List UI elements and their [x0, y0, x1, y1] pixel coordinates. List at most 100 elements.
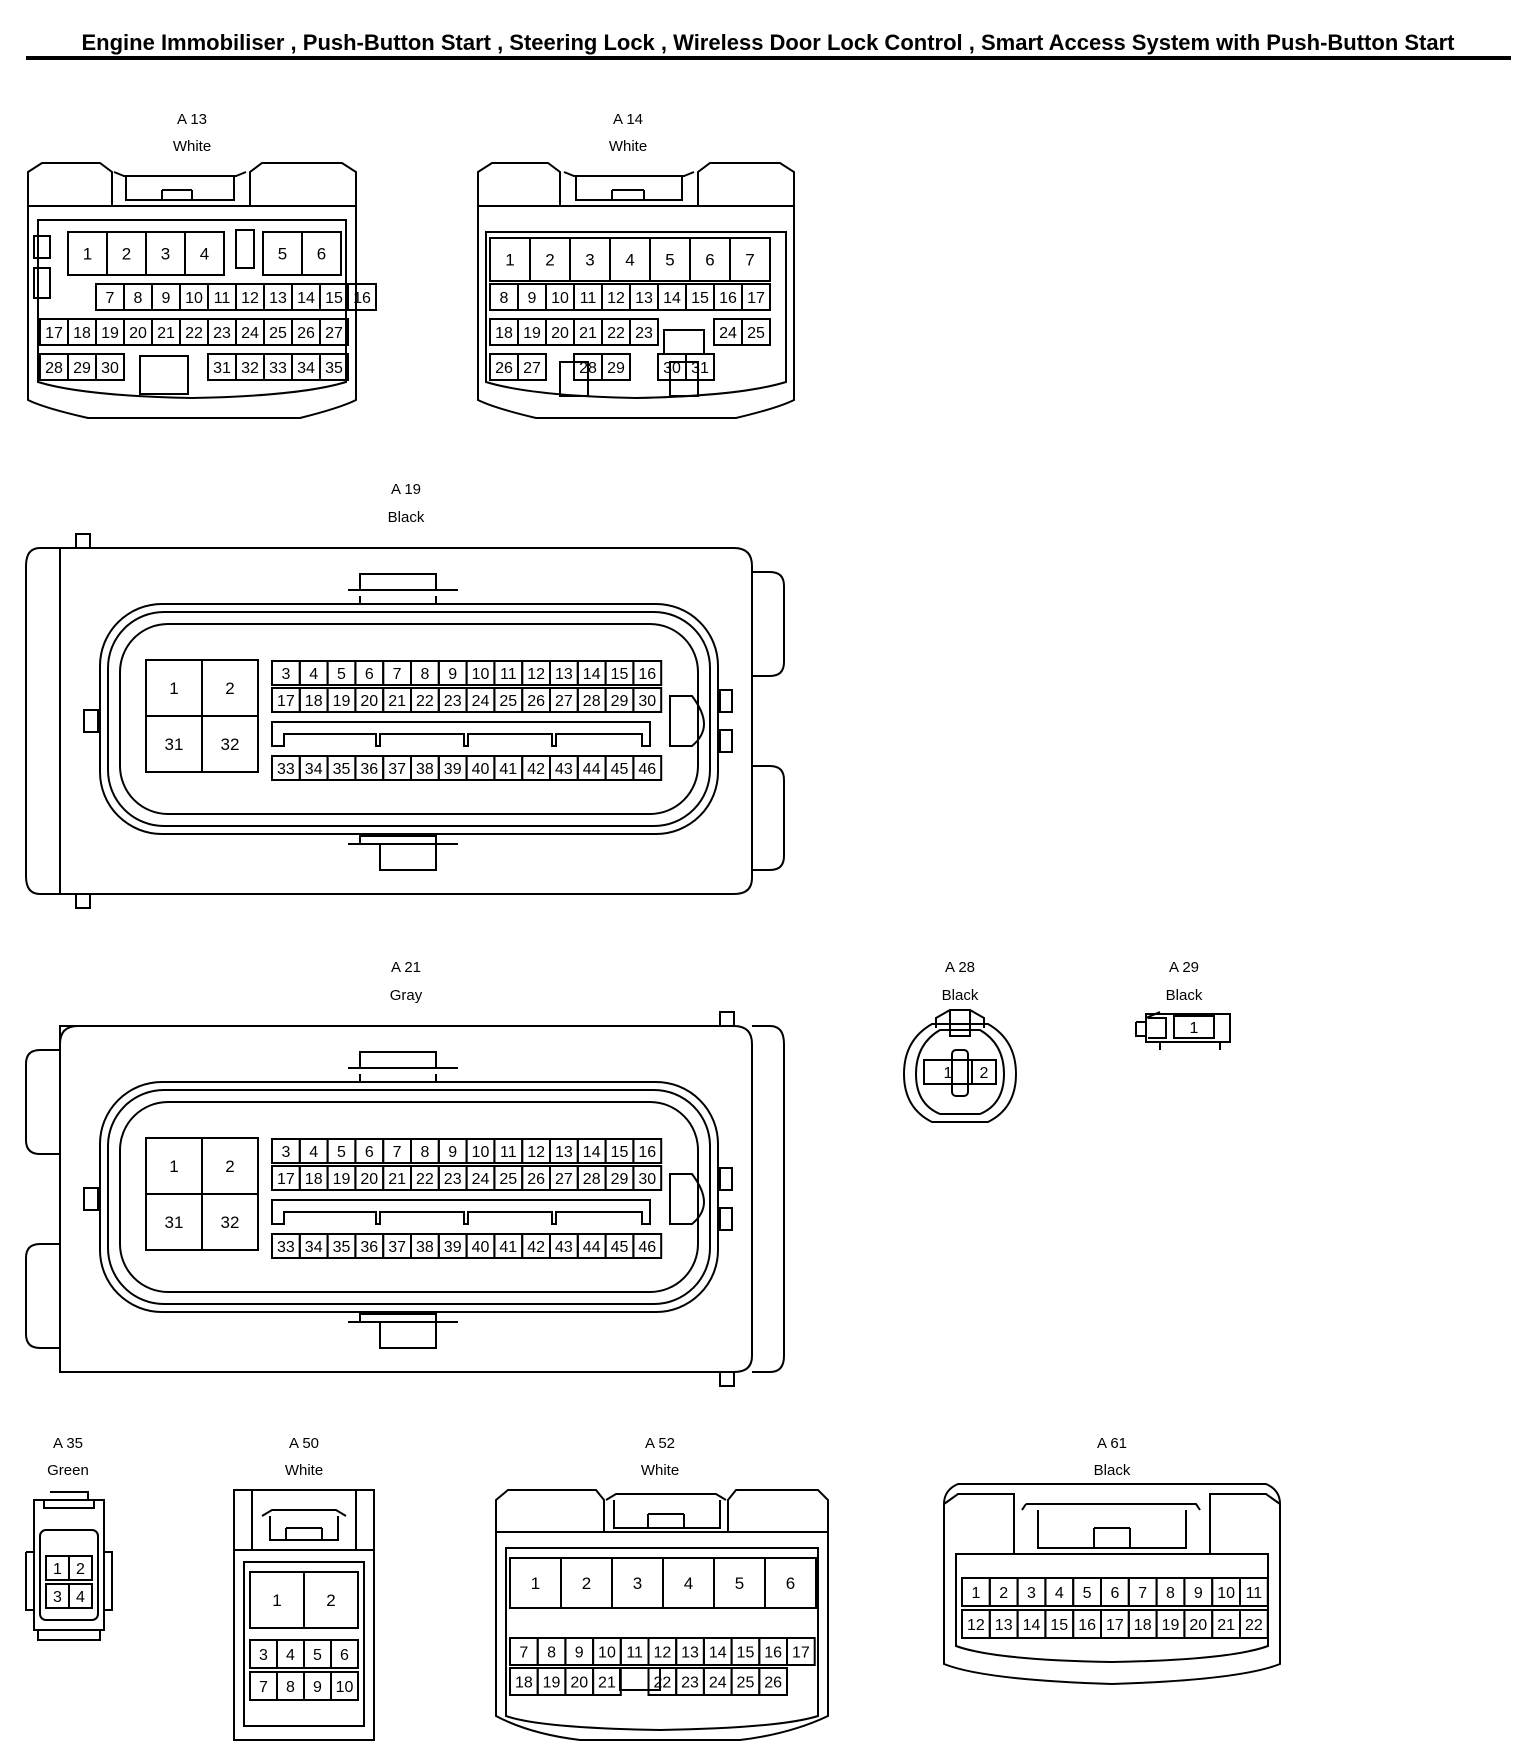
connector-a50-pin-2-cavity	[303, 1571, 359, 1629]
connector-a21-pin-26: 26	[527, 1171, 545, 1188]
connector-a19-pin-14: 14	[583, 666, 601, 683]
connector-a19-pin-26: 26	[527, 693, 545, 710]
connector-a52-pin-18: 18	[515, 1675, 533, 1692]
connector-a14-pin-15: 15	[691, 290, 709, 307]
connector-a61-pin-9: 9	[1194, 1585, 1203, 1602]
connector-a52-pin-8: 8	[547, 1645, 556, 1662]
connector-a19-pin-12: 12	[527, 666, 545, 683]
connector-a14-housing	[477, 162, 795, 419]
connector-a14-pin-29-cavity	[601, 353, 631, 381]
connector-a21-pin-33: 33	[277, 1239, 295, 1256]
connector-a19-pin-33: 33	[277, 761, 295, 778]
connector-a19-pin-30: 30	[638, 693, 656, 710]
connector-a21-pin-36: 36	[360, 1239, 378, 1256]
connector-a19-pin-7: 7	[393, 666, 402, 683]
connector-a19-pin-16-cavity	[632, 660, 663, 686]
connector-a13-pin-4: 4	[200, 245, 209, 264]
connector-a14-pin-1: 1	[505, 251, 514, 270]
connector-a52-pin-1: 1	[531, 1574, 540, 1593]
connector-a21-pin-41: 41	[499, 1239, 517, 1256]
connector-a19-pin-24: 24	[472, 693, 490, 710]
connector-a50-pin-6-cavity	[330, 1639, 359, 1669]
connector-a19-pin-3: 3	[281, 666, 290, 683]
connector-a14-pin-11: 11	[580, 290, 597, 307]
connector-a61-pin-12: 12	[967, 1617, 985, 1634]
connector-a21-pin-1: 1	[169, 1157, 178, 1176]
connector-a29-pins: 1	[1173, 1015, 1215, 1039]
connector-a13-pin-11: 11	[214, 290, 231, 307]
connector-a19-pin-13: 13	[555, 666, 573, 683]
connector-a50-pin-1: 1	[272, 1591, 281, 1610]
connector-a21-pin-18: 18	[305, 1171, 323, 1188]
connector-a21-pin-37: 37	[388, 1239, 406, 1256]
connector-a13-pin-30: 30	[101, 360, 119, 377]
connector-a61-pin-11: 11	[1246, 1585, 1263, 1602]
connector-a21-pin-12: 12	[527, 1144, 545, 1161]
connector-a13-pin-27: 27	[325, 325, 343, 342]
connector-a14-pin-2: 2	[545, 251, 554, 270]
connector-a28-pins-b: 2	[971, 1059, 997, 1085]
connector-a14-pin-13: 13	[635, 290, 653, 307]
connector-a21-pin-13: 13	[555, 1144, 573, 1161]
connector-a35-color: Green	[47, 1462, 89, 1479]
connector-a28-color: Black	[942, 987, 979, 1004]
connector-a19-pin-11: 11	[500, 666, 517, 683]
connector-a28-pin-2: 2	[980, 1065, 989, 1082]
connector-a21-pin-24: 24	[472, 1171, 490, 1188]
connector-a14-pin-7: 7	[745, 251, 754, 270]
connector-a19-pin-31: 31	[165, 735, 184, 754]
connector-a35-pin-4: 4	[76, 1589, 85, 1606]
connector-a52-pin-26-cavity	[758, 1667, 788, 1696]
connector-a29-housing	[1135, 1011, 1231, 1050]
connector-a50-housing	[233, 1489, 375, 1741]
connector-a21-pin-16: 16	[638, 1144, 656, 1161]
connector-a14-face	[485, 231, 787, 400]
connector-a21-pin-31: 31	[165, 1213, 184, 1232]
connector-a29-pin-1: 1	[1190, 1020, 1199, 1037]
connector-a19-pin-8: 8	[420, 666, 429, 683]
connector-a52-pin-9: 9	[575, 1645, 584, 1662]
connector-a14-pin-25: 25	[747, 325, 765, 342]
connector-a13-pin-35: 35	[325, 360, 343, 377]
connector-a19-pin-6: 6	[365, 666, 374, 683]
connector-a50-pin-10-cavity	[330, 1671, 359, 1701]
connector-a21-pin-8: 8	[420, 1144, 429, 1161]
connector-a52-pin-6-cavity	[764, 1557, 817, 1609]
connector-a61-color: Black	[1094, 1462, 1131, 1479]
connector-a35-pin-2-cavity	[68, 1555, 93, 1581]
connector-a21-pin-28: 28	[583, 1171, 601, 1188]
connector-a13-pin-25: 25	[269, 325, 287, 342]
connector-a13-pin-33: 33	[269, 360, 287, 377]
connector-a50-color: White	[285, 1462, 323, 1479]
connector-a13-pin-18: 18	[73, 325, 91, 342]
connector-a52-pin-10: 10	[598, 1645, 616, 1662]
connector-a52-pin-17-cavity	[786, 1637, 816, 1666]
connector-a19-key-rail	[271, 721, 651, 747]
connector-a19-color: Black	[388, 509, 425, 526]
connector-a19-pin-9: 9	[448, 666, 457, 683]
connector-a19-pin-39: 39	[444, 761, 462, 778]
connector-a14-pin-7-cavity	[729, 237, 771, 282]
connector-a61-pin-4: 4	[1055, 1585, 1064, 1602]
connector-a35-pin-2: 2	[76, 1561, 85, 1578]
connector-a21-pin-7: 7	[393, 1144, 402, 1161]
connector-a14-pin-31: 31	[691, 360, 709, 377]
connector-a21-id: A 21	[391, 959, 421, 976]
connector-a21-pin-34: 34	[305, 1239, 323, 1256]
connector-a13-pin-4-cavity	[184, 231, 225, 276]
connector-a13-pin-7: 7	[106, 290, 115, 307]
connector-a19-pin-19: 19	[333, 693, 351, 710]
connector-a28: A 28 Black 1 2	[902, 959, 1018, 1123]
connector-a50-pin-2: 2	[326, 1591, 335, 1610]
connector-a52-pin-17: 17	[792, 1645, 810, 1662]
connector-a13-pin-13: 13	[269, 290, 287, 307]
connector-a19-pin-34: 34	[305, 761, 323, 778]
